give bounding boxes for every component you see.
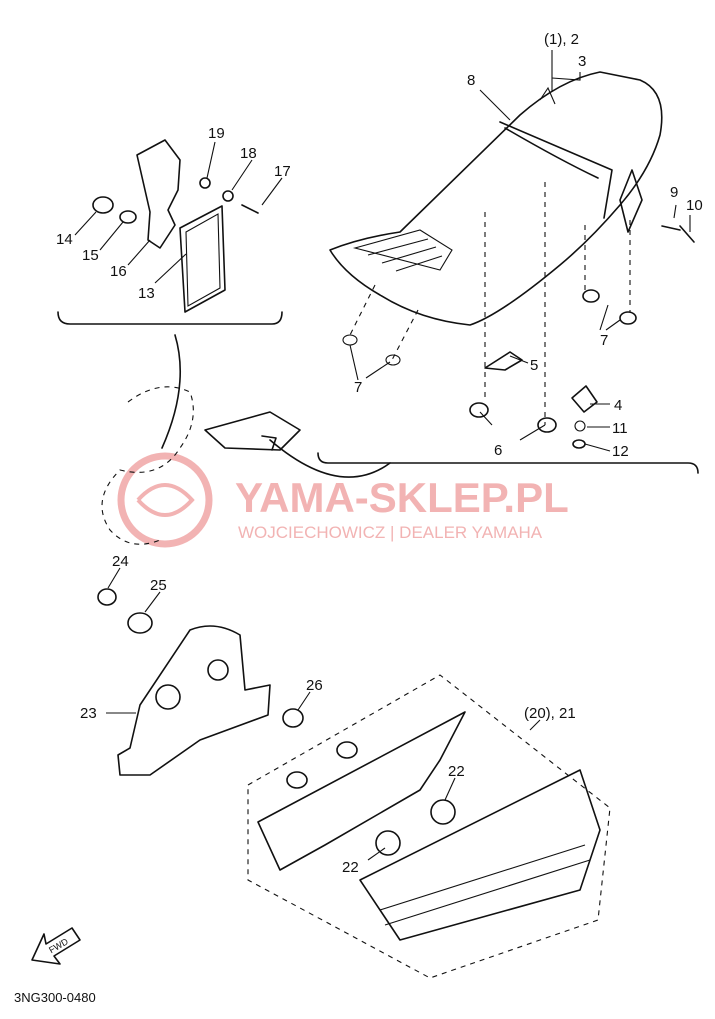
watermark-tagline: WOJCIECHOWICZ | DEALER YAMAHA bbox=[238, 523, 543, 542]
callout-8: 8 bbox=[467, 72, 475, 89]
callout-22a: 22 bbox=[448, 763, 465, 780]
watermark-brand: YAMA-SKLEP.PL bbox=[235, 474, 569, 521]
callout-20-21: (20), 21 bbox=[524, 705, 576, 722]
reflector-assembly bbox=[92, 139, 259, 313]
callout-5: 5 bbox=[530, 357, 538, 374]
callout-26: 26 bbox=[306, 677, 323, 694]
tail-light-assembly bbox=[247, 674, 611, 979]
callouts: (1), 2 3 8 19 18 17 9 10 14 15 16 13 7 5… bbox=[56, 31, 703, 876]
seat-group-bracket bbox=[317, 452, 699, 474]
watermark-logo-icon bbox=[117, 452, 213, 548]
callout-17: 17 bbox=[274, 163, 291, 180]
callout-19: 19 bbox=[208, 125, 225, 142]
callout-9: 9 bbox=[670, 184, 678, 201]
callout-14: 14 bbox=[56, 231, 73, 248]
callout-15: 15 bbox=[82, 247, 99, 264]
reflector-group-bracket bbox=[57, 311, 283, 325]
callout-22b: 22 bbox=[342, 859, 359, 876]
callout-7b: 7 bbox=[354, 379, 362, 396]
callout-10: 10 bbox=[686, 197, 703, 214]
callout-25: 25 bbox=[150, 577, 167, 594]
callout-7a: 7 bbox=[600, 332, 608, 349]
callout-6: 6 bbox=[494, 442, 502, 459]
seat-hardware bbox=[342, 225, 695, 449]
callout-18: 18 bbox=[240, 145, 257, 162]
callout-13: 13 bbox=[138, 285, 155, 302]
fwd-arrow-icon: FWD bbox=[31, 927, 81, 965]
watermark: YAMA-SKLEP.PL WOJCIECHOWICZ | DEALER YAM… bbox=[117, 452, 569, 548]
callout-23: 23 bbox=[80, 705, 97, 722]
license-bracket bbox=[97, 588, 304, 776]
callout-16: 16 bbox=[110, 263, 127, 280]
callout-1-2: (1), 2 bbox=[544, 31, 579, 48]
seat bbox=[329, 71, 663, 326]
callout-12: 12 bbox=[612, 443, 629, 460]
callout-11: 11 bbox=[612, 420, 628, 437]
callout-24: 24 bbox=[112, 553, 129, 570]
callout-3: 3 bbox=[578, 53, 586, 70]
callout-4: 4 bbox=[614, 397, 622, 414]
diagram-code: 3NG300-0480 bbox=[14, 990, 96, 1005]
